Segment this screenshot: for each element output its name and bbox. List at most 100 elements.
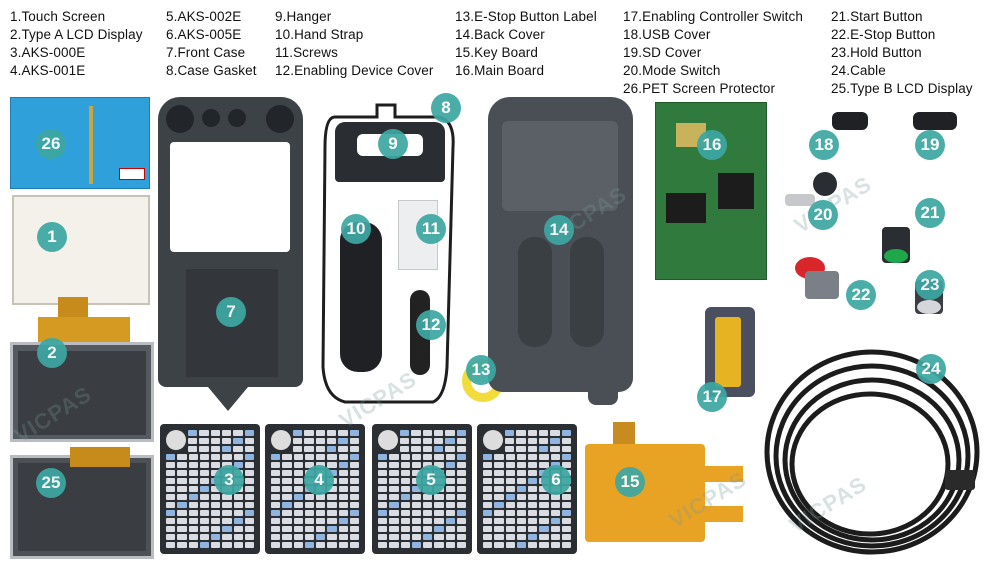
keypad-key [338,478,348,484]
keypad-key [561,526,571,532]
keypad-key [233,446,243,452]
keypad-key [199,494,209,500]
keypad-key [315,430,325,436]
keypad-key [423,518,433,524]
legend-item: 1.Touch Screen [10,9,106,24]
keypad-key [400,454,410,460]
keypad-key [293,438,303,444]
e-stop-button [795,257,843,305]
keypad-key [327,502,337,508]
keypad-key [411,430,421,436]
keypad-key [550,430,560,436]
keypad-aks-001e [265,424,365,554]
keypad-key [422,438,432,444]
keypad-key [349,446,359,452]
keypad-key [166,454,176,460]
keypad-key [271,494,281,500]
keypad-key [233,430,243,436]
keypad-key [338,534,348,540]
keypad-key [483,462,493,468]
keypad-key [550,542,560,548]
keypad-key [327,534,337,540]
keypad-key [166,542,176,548]
keypad-key [349,518,359,524]
keypad-key [445,502,455,508]
keypad-key [505,518,515,524]
keypad-key [494,470,504,476]
parts-photo: VICPAS VICPAS VICPAS VICPAS VICPAS VICPA… [0,92,1000,570]
keypad-key [327,454,337,460]
keypad-key [433,446,444,452]
callout-badge: 4 [304,465,334,495]
keypad-keys [378,454,466,548]
keypad-key [271,486,281,492]
legend-item: 11.Screws [275,45,338,60]
keypad-key [188,486,198,492]
keypad-key [505,470,515,476]
keypad-key [199,462,209,468]
keypad-key [293,502,303,508]
keypad-key [494,462,504,468]
keypad-key [422,446,432,452]
keypad-key [211,526,221,532]
keypad-key [411,446,421,452]
callout-badge: 3 [214,465,244,495]
legend-item: 21.Start Button [831,9,923,24]
keypad-key [244,542,254,548]
keypad-key [199,446,209,452]
keypad-key [561,438,571,444]
start-button [882,227,910,263]
keypad-key [166,510,176,516]
keypad-key [539,502,549,508]
keypad-key [210,438,220,444]
keypad-key [293,486,303,492]
callout-badge: 10 [341,214,371,244]
keypad-key [550,518,560,524]
sd-cover [913,112,957,130]
keypad-key [539,510,549,516]
callout-badge: 7 [216,297,246,327]
keypad-key [349,542,359,548]
keypad-key [445,454,455,460]
back-cover [488,97,633,407]
keypad-key [188,518,198,524]
keypad-key [483,510,493,516]
keypad-key [316,518,326,524]
keypad-key [494,478,504,484]
keypad-key [233,526,243,532]
keypad-key [505,542,515,548]
keypad-key [188,510,198,516]
keypad-key [528,534,538,540]
callout-badge: 1 [37,222,67,252]
keypad-key [199,534,209,540]
keypad-key [516,518,526,524]
keypad-key [271,502,281,508]
legend-item: 10.Hand Strap [275,27,364,42]
legend-item: 20.Mode Switch [623,63,721,78]
keypad-keys [166,454,254,548]
keypad-key [338,502,348,508]
keypad-key [516,478,526,484]
keypad-key [456,518,466,524]
keypad-key [505,526,515,532]
keypad-key [483,470,493,476]
keypad-key [445,534,455,540]
keypad-key [166,486,176,492]
keypad-key [222,494,232,500]
keypad-key [505,478,515,484]
keypad-key [400,502,410,508]
keypad-key [505,454,515,460]
keypad-key [282,502,292,508]
keypad-aks-000e [160,424,260,554]
keypad-key [199,542,209,548]
keypad-key [505,446,515,452]
keypad-key [456,478,466,484]
hand-strap [340,222,382,372]
keypad-key [177,510,187,516]
keypad-key [389,502,399,508]
keypad-key [483,526,493,532]
keypad-key [188,462,198,468]
keypad-key [561,462,571,468]
keypad-key [304,454,314,460]
keypad-key [188,542,198,548]
